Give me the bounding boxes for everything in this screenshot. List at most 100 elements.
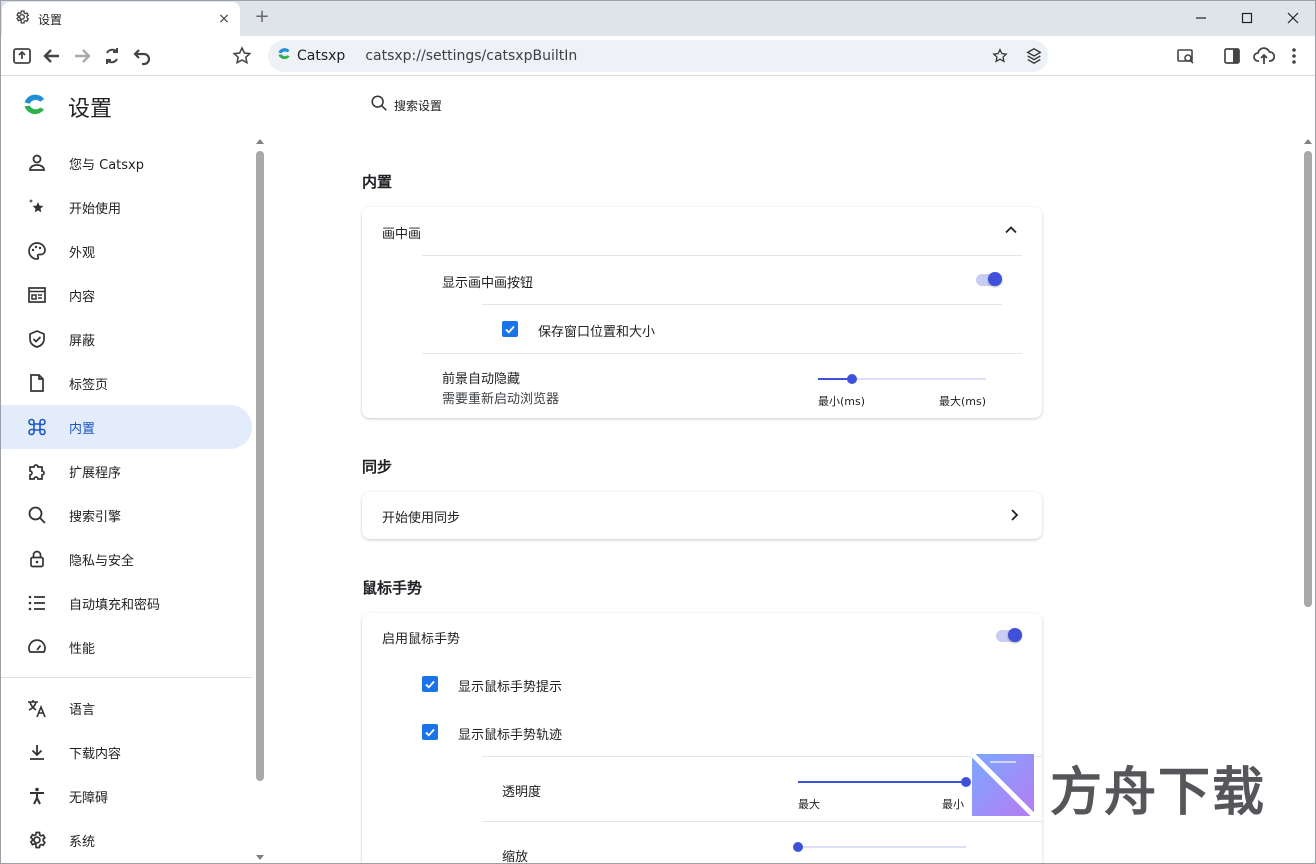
gesture-card: 启用鼠标手势 显示鼠标手势提示 显示鼠标手势轨迹 透明度 最大 最小 缩放 — [362, 613, 1042, 864]
sidebar-scrollbar[interactable] — [254, 137, 266, 864]
opacity-left-label: 最大 — [798, 798, 820, 811]
sidebar-item-downloads[interactable]: 下载内容 — [0, 730, 252, 774]
sidebar-item-extensions[interactable]: 扩展程序 — [0, 449, 252, 493]
catsxp-logo-icon — [22, 92, 48, 122]
tab-settings[interactable]: 设置 × — [2, 2, 240, 36]
star-icon[interactable] — [988, 44, 1012, 68]
back-icon[interactable] — [40, 44, 64, 68]
sync-card[interactable]: 开始使用同步 — [362, 492, 1042, 539]
reload-icon[interactable] — [100, 44, 124, 68]
sparkle-icon — [26, 196, 48, 218]
accessibility-icon — [26, 785, 48, 807]
auto-hide-title: 前景自动隐藏 — [442, 372, 521, 387]
sidebar-item-search-engine[interactable]: 搜索引擎 — [0, 493, 252, 537]
section-title-builtin: 内置 — [362, 173, 393, 191]
shield-icon — [26, 328, 48, 350]
zoom-label: 缩放 — [502, 850, 529, 864]
divider — [482, 821, 1042, 822]
divider — [482, 304, 1002, 305]
chevron-up-icon[interactable] — [1004, 223, 1018, 241]
zoom-slider[interactable] — [793, 841, 966, 853]
sidebar-item-system[interactable]: 系统 — [0, 818, 252, 862]
reader-icon[interactable] — [1174, 44, 1198, 68]
site-name: Catsxp — [297, 48, 346, 64]
bookmark-star-icon[interactable] — [230, 44, 254, 68]
sidebar-item-you[interactable]: 您与 Catsxp — [0, 141, 252, 185]
scroll-up-arrow[interactable] — [256, 139, 264, 144]
auto-hide-slider[interactable] — [818, 373, 986, 385]
scroll-down-arrow[interactable] — [256, 855, 264, 860]
slider-thumb[interactable] — [793, 842, 803, 852]
layers-icon[interactable] — [1022, 44, 1046, 68]
sidebar-item-content[interactable]: 内容 — [0, 273, 252, 317]
person-icon — [26, 152, 48, 174]
enable-gesture-toggle[interactable] — [996, 628, 1022, 643]
sidebar-item-accessibility[interactable]: 无障碍 — [0, 774, 252, 818]
sidebar-item-tabs[interactable]: 标签页 — [0, 361, 252, 405]
sidebar-item-privacy[interactable]: 隐私与安全 — [0, 537, 252, 581]
menu-icon[interactable] — [1282, 44, 1306, 68]
close-window-button[interactable] — [1270, 0, 1316, 36]
search-icon — [370, 94, 388, 116]
search-input[interactable]: 搜索设置 — [370, 94, 442, 116]
slider-thumb[interactable] — [961, 777, 971, 787]
sidepanel-icon[interactable] — [1220, 44, 1244, 68]
sidebar-item-performance[interactable]: 性能 — [0, 625, 252, 669]
sidebar-item-label: 搜索引擎 — [69, 509, 122, 525]
maximize-button[interactable] — [1224, 0, 1270, 36]
sidebar-item-label: 性能 — [69, 641, 96, 657]
sidebar-item-language[interactable]: 语言 — [0, 686, 252, 730]
save-window-checkbox[interactable] — [502, 321, 518, 337]
home-icon[interactable] — [10, 44, 34, 68]
slider-thumb[interactable] — [847, 374, 857, 384]
slider-max-label: 最大(ms) — [939, 395, 987, 408]
sidebar-item-appearance[interactable]: 外观 — [0, 229, 252, 273]
toolbar: Catsxp catsxp://settings/catsxpBuiltIn — [0, 36, 1316, 76]
sidebar-item-label: 开始使用 — [69, 201, 122, 217]
sidebar-item-label: 系统 — [69, 834, 96, 850]
forward-icon[interactable] — [70, 44, 94, 68]
watermark-text: 方舟下载 — [1050, 762, 1267, 823]
sidebar-divider — [0, 677, 252, 678]
opacity-slider[interactable] — [798, 776, 971, 788]
undo-icon[interactable] — [130, 44, 154, 68]
page-title: 设置 — [68, 97, 113, 122]
show-tip-label: 显示鼠标手势提示 — [458, 680, 563, 695]
new-tab-button[interactable]: + — [254, 6, 270, 27]
show-pip-button-toggle[interactable] — [976, 272, 1002, 287]
sidebar-item-label: 外观 — [69, 245, 96, 261]
slider-min-label: 最小(ms) — [818, 395, 866, 408]
minimize-button[interactable] — [1178, 0, 1224, 36]
sidebar-item-shields[interactable]: 屏蔽 — [0, 317, 252, 361]
chevron-right-icon[interactable] — [1008, 508, 1020, 526]
enable-gesture-label: 启用鼠标手势 — [382, 632, 461, 647]
settings-header: 设置 — [0, 77, 266, 137]
sidebar-item-label: 下载内容 — [69, 746, 122, 762]
sidebar-scroll-thumb[interactable] — [256, 151, 264, 781]
puzzle-icon — [26, 460, 48, 482]
gauge-icon — [26, 636, 48, 658]
sidebar-item-start[interactable]: 开始使用 — [0, 185, 252, 229]
main-scroll-thumb[interactable] — [1304, 151, 1312, 607]
sidebar-item-label: 内容 — [69, 289, 96, 305]
main-scrollbar[interactable] — [1302, 137, 1314, 864]
sidebar-item-autofill[interactable]: 自动填充和密码 — [0, 581, 252, 625]
scroll-up-arrow[interactable] — [1304, 139, 1312, 144]
address-bar[interactable]: Catsxp catsxp://settings/catsxpBuiltIn — [268, 40, 1048, 72]
cloud-upload-icon[interactable] — [1252, 44, 1276, 68]
show-trail-checkbox[interactable] — [422, 724, 438, 740]
pip-header[interactable]: 画中画 — [382, 227, 422, 242]
download-icon — [26, 741, 48, 763]
divider — [422, 255, 1022, 256]
sidebar-item-builtin[interactable]: 内置 — [0, 405, 252, 449]
url-text[interactable]: catsxp://settings/catsxpBuiltIn — [365, 48, 578, 64]
site-chip[interactable]: Catsxp — [268, 40, 345, 72]
tab-title: 设置 — [38, 12, 63, 27]
show-tip-checkbox[interactable] — [422, 676, 438, 692]
section-title-gesture: 鼠标手势 — [362, 579, 423, 597]
watermark-logo-icon — [970, 752, 1036, 822]
close-tab-icon[interactable]: × — [218, 11, 230, 27]
palette-icon — [26, 240, 48, 262]
list-icon — [26, 592, 48, 614]
sidebar-item-label: 隐私与安全 — [69, 553, 135, 569]
